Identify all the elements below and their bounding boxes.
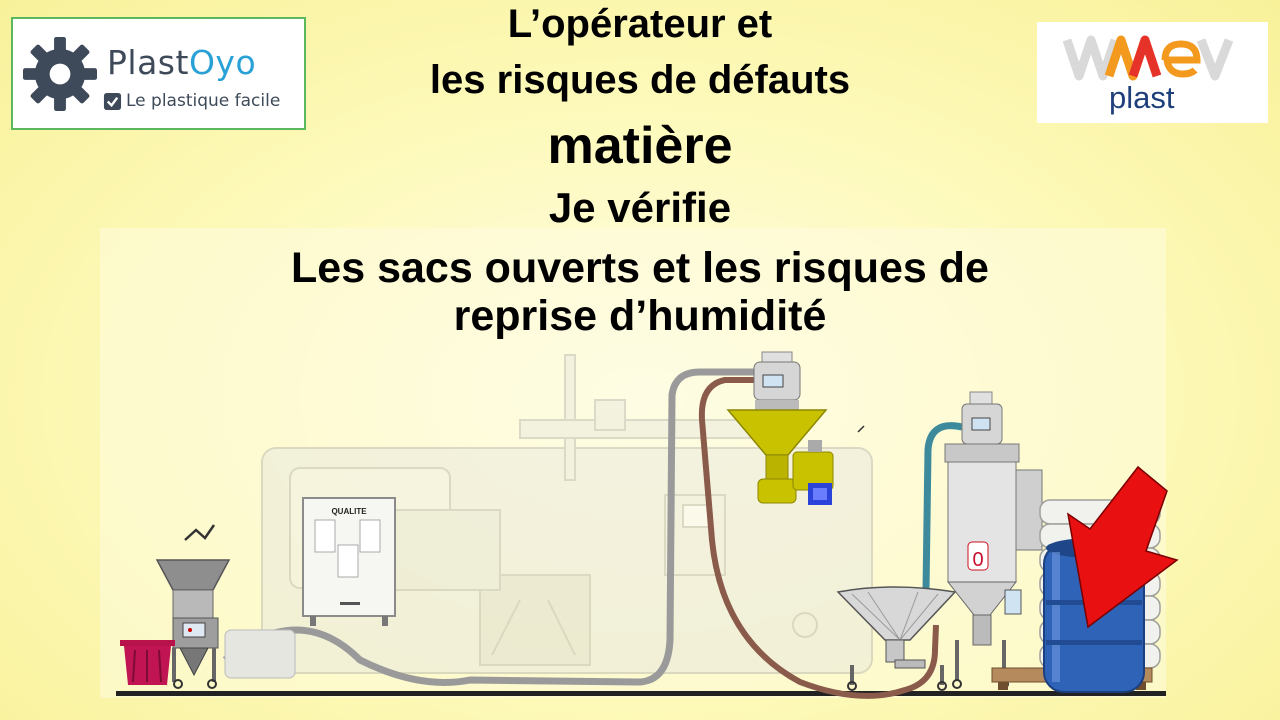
qualite-label: QUALITE (331, 507, 367, 516)
plastoyo-tagline: Le plastique facile (103, 91, 280, 111)
floor-line (116, 691, 1166, 696)
injection-machine (261, 354, 873, 674)
grinder-motor (224, 629, 296, 679)
wev-wordmark: plast (1109, 80, 1175, 115)
title-line-3: matière (547, 117, 733, 175)
funnel-cyclone (836, 586, 957, 691)
title-line-2: les risques de défauts (429, 58, 851, 102)
brown-hose (698, 377, 939, 699)
brand-suffix: Oyo (188, 43, 257, 82)
grinder (155, 524, 231, 689)
title-line-4: Je vérifie (548, 184, 732, 231)
title-line-1: L’opérateur et (507, 2, 773, 46)
plastoyo-logo: PlastOyo Le plastique facile (11, 17, 306, 130)
brand-prefix: Plast (107, 43, 189, 82)
wev-emblem-icon (1062, 35, 1234, 81)
dryer (944, 391, 1043, 689)
quality-cabinet (302, 497, 396, 626)
wev-plast-logo: plast (1037, 22, 1268, 123)
dryer-indicator: 0 (972, 549, 983, 571)
plastoyo-wordmark: PlastOyo (107, 43, 256, 82)
checkbox-icon (103, 92, 122, 110)
red-arrow-icon (1066, 465, 1179, 629)
gear-icon (23, 37, 97, 111)
red-bin (120, 640, 175, 685)
grey-hose (222, 368, 755, 686)
title-line-5: Les sacs ouverts et les risques de (291, 244, 989, 292)
tagline-text: Le plastique facile (126, 91, 281, 111)
teal-hose (922, 422, 963, 591)
title-line-6: reprise d’humidité (453, 292, 827, 340)
hopper-loader (726, 351, 865, 505)
